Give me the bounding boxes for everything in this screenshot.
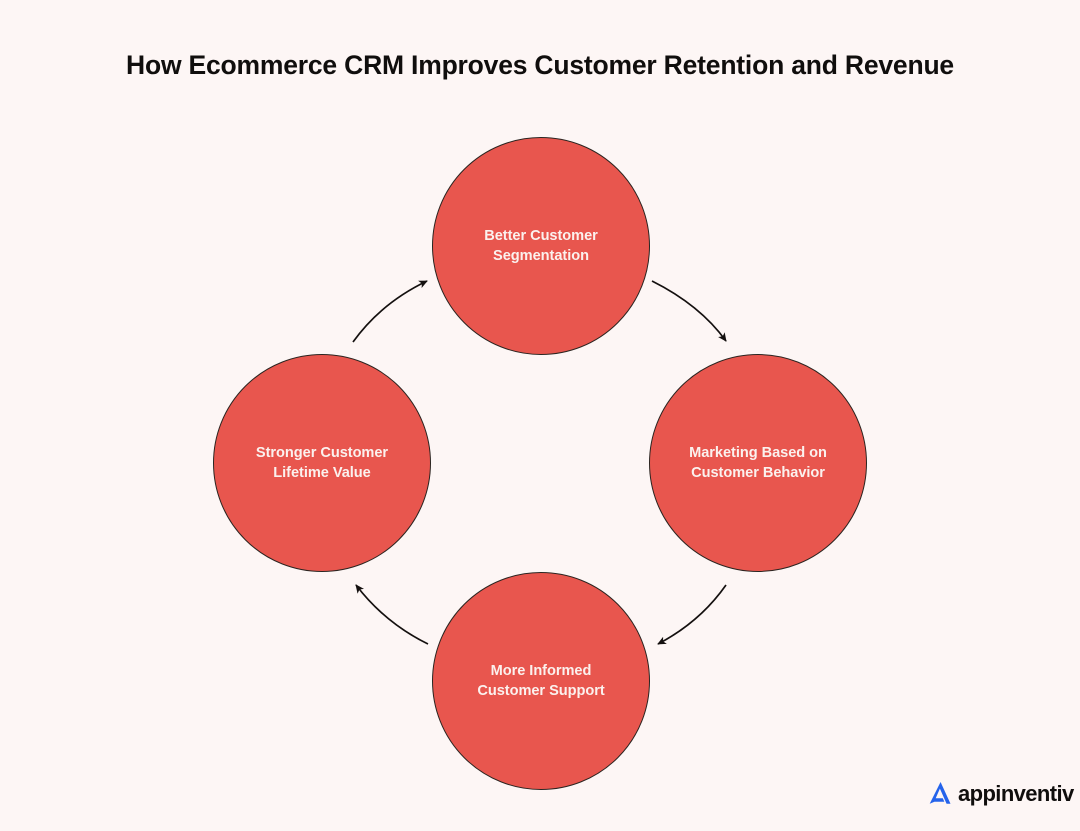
arrow-right-to-bottom (657, 584, 727, 645)
logo-wordmark: appinventiv (958, 781, 1074, 806)
cycle-node-label: Better Customer Segmentation (484, 227, 598, 264)
arrow-top-to-right (651, 280, 727, 342)
cycle-node-better-customer-segmentation[interactable]: Better Customer Segmentation (432, 137, 650, 355)
page-title: How Ecommerce CRM Improves Customer Rete… (126, 50, 954, 80)
appinventiv-logo-icon (929, 781, 951, 804)
cycle-node-label: Marketing Based on Customer Behavior (689, 444, 827, 481)
brand-logo: appinventiv (925, 778, 1074, 808)
cycle-node-label: Stronger Customer Lifetime Value (255, 444, 389, 481)
cycle-node-stronger-customer-lifetime-value[interactable]: Stronger Customer Lifetime Value (213, 354, 431, 572)
cycle-node-more-informed-customer-support[interactable]: More Informed Customer Support (432, 572, 650, 790)
cycle-node-label: More Informed Customer Support (477, 662, 605, 699)
arrow-left-to-top (352, 280, 428, 343)
arrow-bottom-to-left (355, 584, 429, 645)
cycle-node-marketing-based-on-customer-behavior[interactable]: Marketing Based on Customer Behavior (649, 354, 867, 572)
